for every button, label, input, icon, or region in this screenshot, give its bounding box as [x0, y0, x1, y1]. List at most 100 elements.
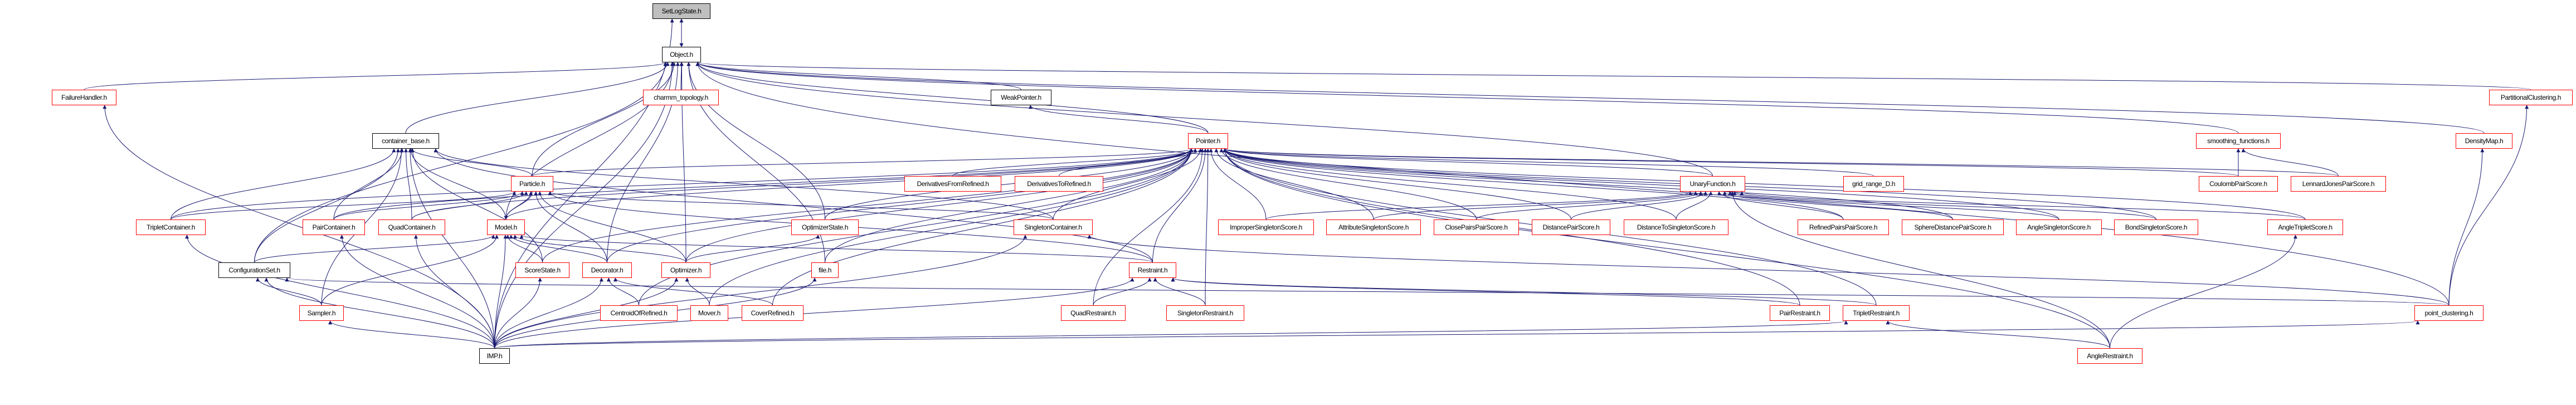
edge-singletoncontainer-to-containerbase — [434, 148, 1054, 220]
node-mover[interactable]: Mover.h — [690, 305, 728, 321]
node-pointer[interactable]: Pointer.h — [1188, 133, 1228, 149]
node-lennardjonespairscore[interactable]: LennardJonesPairScore.h — [2291, 176, 2386, 192]
edge-anglerestraint-to-tripletrestraint — [1886, 320, 2110, 349]
edge-imp-to-sampler — [328, 320, 495, 349]
edge-pairrestraint-to-restraint — [1171, 277, 1800, 306]
edge-anglerestraint-to-pointer — [1223, 148, 2110, 349]
node-setlogstate[interactable]: SetLogState.h — [652, 3, 710, 19]
edge-centroid-to-decorator — [606, 277, 639, 306]
node-charmm-topology[interactable]: charmm_topology.h — [643, 90, 719, 105]
node-grid-range[interactable]: grid_range_D.h — [1843, 176, 1904, 192]
edge-quadcontainer-to-pointer — [411, 148, 1194, 220]
node-densitymap[interactable]: DensityMap.h — [2456, 133, 2512, 149]
node-weakpointer[interactable]: WeakPointer.h — [991, 90, 1051, 105]
edge-closepairs-to-unary — [1476, 191, 1703, 220]
edge-coverrefined-to-decorator — [613, 277, 773, 306]
edge-densitymap-to-object — [695, 62, 2485, 134]
node-anglesingletonscore[interactable]: AngleSingletonScore.h — [2016, 219, 2102, 235]
node-spheredistancepairscore[interactable]: SphereDistancePairScore.h — [1902, 219, 2004, 235]
edge-optimizer-to-particle — [538, 191, 686, 263]
node-pairrestraint[interactable]: PairRestraint.h — [1770, 305, 1830, 321]
edge-configset-to-containerbase — [254, 148, 400, 263]
node-restraint[interactable]: Restraint.h — [1129, 262, 1176, 278]
node-angletripletscore[interactable]: AngleTripletScore.h — [2267, 219, 2343, 235]
edge-improper-to-pointer — [1209, 148, 1267, 220]
edge-coverrefined-to-pointer — [772, 148, 1194, 306]
edge-imp-to-restraint — [494, 277, 1134, 349]
edge-smoothing-to-object — [695, 62, 2239, 134]
node-tripletcontainer[interactable]: TripletContainer.h — [136, 219, 206, 235]
edge-optimizer-to-optimizerstate — [685, 235, 820, 263]
edge-mover-to-pointer — [709, 148, 1194, 306]
edge-anglerestraint-to-unary — [1730, 191, 2110, 349]
edge-model-to-containerbase — [408, 148, 507, 220]
node-object[interactable]: Object.h — [662, 47, 701, 62]
node-partitionalclustering[interactable]: PartitionalClustering.h — [2489, 90, 2573, 105]
edge-imp-to-singletoncontainer — [494, 235, 1028, 349]
edge-imp-to-object — [494, 62, 674, 349]
node-singletoncontainer[interactable]: SingletonContainer.h — [1014, 219, 1093, 235]
edge-imp-to-tripletrestraint — [494, 320, 1848, 349]
node-refinedpairspairscore[interactable]: RefinedPairsPairScore.h — [1798, 219, 1889, 235]
edge-sampler-to-model — [321, 235, 499, 306]
node-smoothing-functions[interactable]: smoothing_functions.h — [2196, 133, 2281, 149]
node-optimizerstate[interactable]: OptimizerState.h — [791, 219, 859, 235]
node-point-clustering[interactable]: point_clustering.h — [2414, 305, 2484, 321]
node-configurationset[interactable]: ConfigurationSet.h — [218, 262, 290, 278]
edge-paircontainer-to-particle — [333, 191, 524, 220]
node-container-base[interactable]: container_base.h — [372, 133, 439, 149]
node-impropersingletonscore[interactable]: ImproperSingletonScore.h — [1218, 219, 1314, 235]
edge-spheredistance-to-unary — [1722, 191, 1953, 220]
edge-optimizer-to-pointer — [685, 148, 1194, 263]
edge-spheredistance-to-pointer — [1223, 148, 1953, 220]
node-unaryfunction[interactable]: UnaryFunction.h — [1680, 176, 1745, 192]
edge-configset-to-object — [254, 62, 668, 263]
node-quadrestraint[interactable]: QuadRestraint.h — [1061, 305, 1126, 321]
edge-distancepair-to-unary — [1571, 191, 1708, 220]
node-singletonrestraint[interactable]: SingletonRestraint.h — [1166, 305, 1244, 321]
edge-improper-to-unary — [1265, 191, 1692, 220]
edge-unary-to-object — [695, 62, 1713, 177]
node-anglerestraint[interactable]: AngleRestraint.h — [2077, 348, 2142, 364]
edge-failurehandler-to-object — [84, 62, 668, 90]
edge-sampler-to-configset — [256, 277, 322, 306]
edge-tripletrestraint-to-restraint — [1171, 277, 1877, 306]
node-paircontainer[interactable]: PairContainer.h — [303, 219, 365, 235]
node-attributesingletonscore[interactable]: AttributeSingletonScore.h — [1326, 219, 1421, 235]
edge-decorator-to-pointer — [607, 148, 1194, 263]
node-scorestate[interactable]: ScoreState.h — [515, 262, 569, 278]
node-sampler[interactable]: Sampler.h — [299, 305, 344, 321]
node-bondsingletonscore[interactable]: BondSingletonScore.h — [2114, 219, 2198, 235]
node-optimizer[interactable]: Optimizer.h — [661, 262, 710, 278]
edge-unary-to-pointer — [1223, 148, 1713, 177]
node-coulombpairscore[interactable]: CoulombPairScore.h — [2199, 176, 2278, 192]
edge-optimizerstate-to-object — [686, 62, 825, 220]
node-tripletrestraint[interactable]: TripletRestraint.h — [1843, 305, 1910, 321]
node-distancepairscore[interactable]: DistancePairScore.h — [1532, 219, 1610, 235]
node-closepairspairscore[interactable]: ClosePairsPairScore.h — [1434, 219, 1519, 235]
node-particle[interactable]: Particle.h — [511, 176, 553, 192]
edge-optimizer-to-model — [513, 235, 686, 263]
edge-singletonrestraint-to-pointer — [1205, 148, 1210, 306]
node-derivativesfromrefined[interactable]: DerivativesFromRefined.h — [904, 176, 1001, 192]
edge-imp-to-model — [494, 235, 508, 349]
node-file[interactable]: file.h — [811, 262, 839, 278]
edge-particle-to-containerbase — [410, 148, 533, 177]
node-quadcontainer[interactable]: QuadContainer.h — [378, 219, 445, 235]
edge-imp-to-quadcontainer — [413, 235, 495, 349]
node-coverrefined[interactable]: CoverRefined.h — [742, 305, 804, 321]
node-centroidofrefined[interactable]: CentroidOfRefined.h — [600, 305, 678, 321]
node-distancetosingletonscore[interactable]: DistanceToSingletonScore.h — [1624, 219, 1728, 235]
node-model[interactable]: Model.h — [487, 219, 525, 235]
edge-derivto-to-pointer — [1059, 148, 1203, 177]
node-failurehandler[interactable]: FailureHandler.h — [52, 90, 116, 105]
node-imp[interactable]: IMP.h — [479, 348, 510, 364]
edge-quadrestraint-to-restraint — [1093, 277, 1152, 306]
node-derivativestorefined[interactable]: DerivativesToRefined.h — [1015, 176, 1103, 192]
node-decorator[interactable]: Decorator.h — [582, 262, 632, 278]
edge-pointer-to-object — [695, 62, 1209, 134]
edge-imp-to-configset — [264, 277, 495, 349]
edge-imp-to-optimizer — [494, 277, 679, 349]
edge-weakpointer-to-object — [695, 62, 1021, 90]
edge-pointclustering-to-configset — [285, 277, 2450, 306]
